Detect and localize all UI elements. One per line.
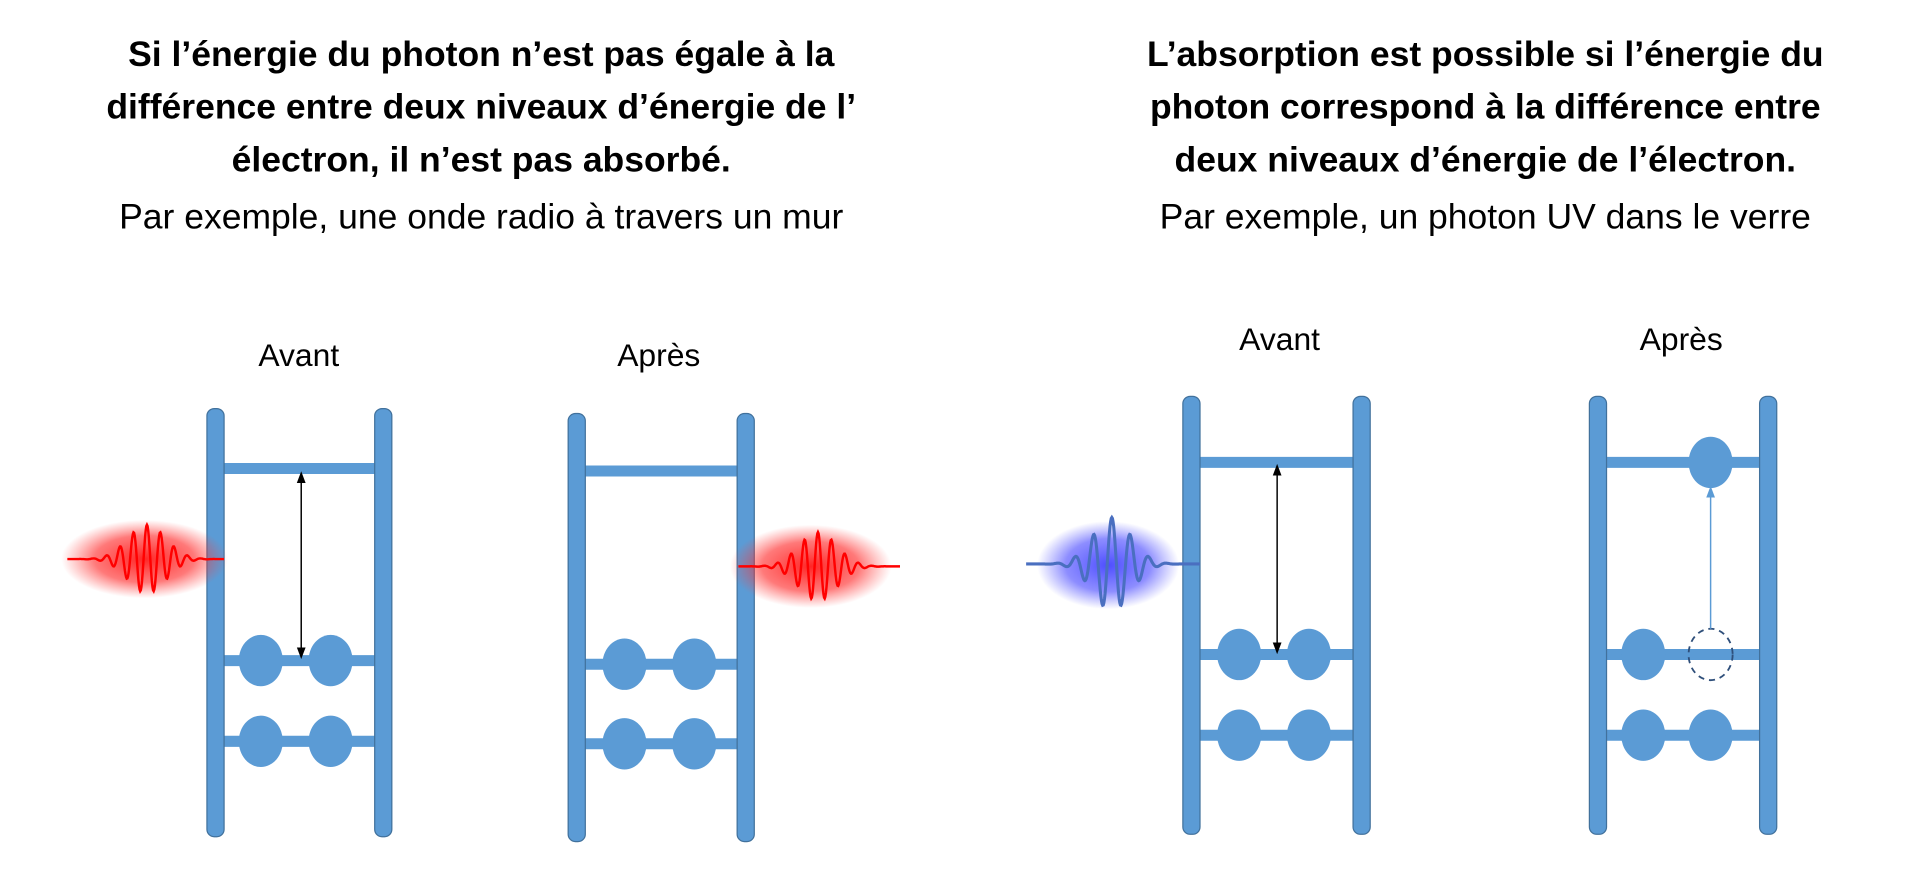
- right-title-line-1: L’absorption est possible si l’énergie d…: [1147, 34, 1824, 74]
- left-title-line-2: différence entre deux niveaux d’énergie …: [106, 87, 856, 127]
- ladder-left-after: [567, 412, 900, 843]
- electron: [1621, 709, 1666, 761]
- electron: [1286, 709, 1332, 761]
- electron: [308, 634, 353, 687]
- electron: [1286, 628, 1332, 681]
- electron: [238, 715, 283, 768]
- electron: [238, 634, 283, 687]
- electron: [1217, 709, 1262, 761]
- ladder-rail: [1352, 395, 1371, 835]
- electron: [672, 638, 717, 690]
- right-title-line-3: deux niveaux d’énergie de l’électron.: [1175, 139, 1796, 179]
- electron: [1217, 628, 1262, 681]
- electron: [602, 638, 647, 690]
- left-title-line-3: électron, il n’est pas absorbé.: [232, 139, 731, 179]
- ladder-rail: [736, 412, 755, 843]
- electron: [602, 718, 647, 770]
- electron: [1688, 709, 1733, 761]
- ladder-rail: [206, 407, 225, 838]
- ladder-right-before: [1026, 395, 1371, 835]
- ladder-rail: [374, 407, 393, 838]
- electron: [672, 718, 717, 770]
- left-example: Par exemple, une onde radio à travers un…: [119, 197, 843, 237]
- right-before-label: Avant: [1239, 321, 1320, 357]
- right-title-line-2: photon correspond à la différence entre: [1150, 87, 1821, 127]
- photon-glow: [729, 524, 892, 608]
- ladder-right-after: [1588, 395, 1778, 835]
- ladder-rail: [567, 412, 586, 843]
- photon-wave-red: [67, 521, 225, 595]
- ladder-rail: [1588, 395, 1608, 835]
- left-title-line-1: Si l’énergie du photon n’est pas égale à…: [128, 34, 835, 74]
- right-after-label: Après: [1640, 321, 1723, 357]
- photon-wave-blue: [1026, 514, 1200, 608]
- ladder-left-before: [61, 407, 393, 838]
- electron: [1621, 628, 1666, 681]
- ladder-rail: [1758, 395, 1778, 835]
- excited-electron: [1688, 436, 1733, 489]
- left-after-label: Après: [617, 337, 700, 373]
- photon-wave-red: [738, 529, 900, 602]
- ladder-rail: [1182, 395, 1201, 835]
- left-before-label: Avant: [258, 337, 339, 373]
- right-example: Par exemple, un photon UV dans le verre: [1160, 197, 1811, 237]
- electron: [308, 715, 353, 768]
